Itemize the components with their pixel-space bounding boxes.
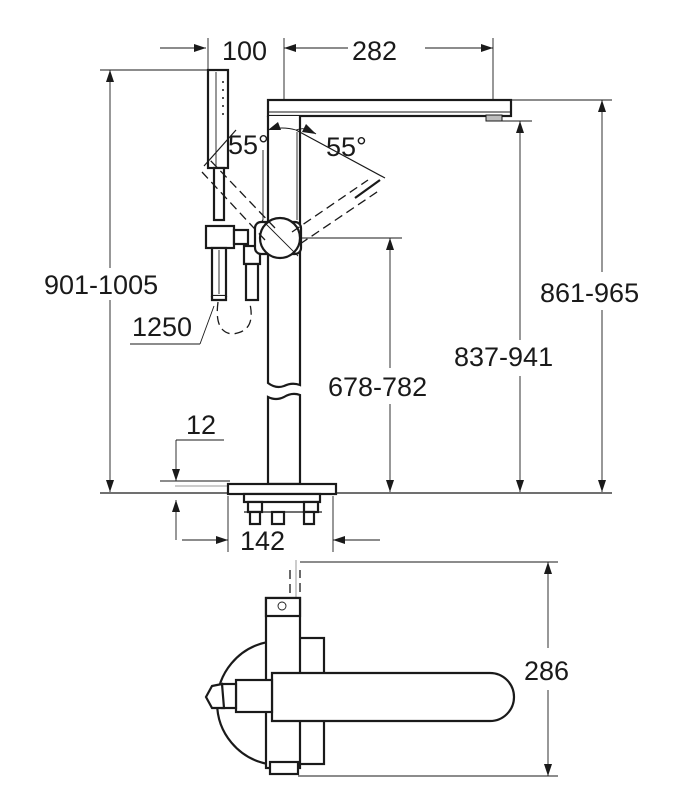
spout-outlet-height-dimension (500, 120, 532, 492)
overall-height-label: 901-1005 (44, 270, 158, 300)
angle-guides (203, 122, 386, 220)
base-width-dimension (182, 496, 380, 552)
handle-height-dimension (300, 237, 402, 492)
spout-reach-label: 282 (352, 36, 397, 66)
hose-length-label: 1250 (132, 312, 192, 342)
hose-length-leader (130, 305, 215, 345)
angle-right-label: 55° (326, 132, 367, 162)
plan-depth-label: 286 (524, 656, 569, 686)
column (266, 116, 302, 486)
spout (266, 98, 513, 122)
spout-outlet-height-label: 837-941 (454, 342, 553, 372)
overall-height-dimension (100, 69, 210, 492)
hand-shower-offset-label: 100 (222, 36, 267, 66)
spout-top-height-label: 861-965 (540, 278, 639, 308)
shower-hose (216, 301, 252, 335)
mixer-handle (201, 159, 381, 260)
spout-plan (270, 671, 516, 723)
plan-centerline (289, 560, 301, 619)
hand-shower-plan (204, 678, 274, 714)
elevation-view: 100 282 (44, 36, 639, 556)
base-width-label: 142 (240, 526, 285, 556)
floor-finish-label: 12 (186, 410, 216, 440)
top-dimension (160, 38, 494, 102)
base-plate (226, 482, 338, 526)
plan-view: 286 (204, 560, 569, 777)
handle-height-label: 678-782 (328, 372, 427, 402)
floor-finish-dimension (160, 439, 230, 540)
spout-top-height-dimension (511, 99, 612, 492)
angle-left-label: 55° (228, 130, 269, 160)
hand-shower (204, 68, 250, 302)
plan-depth-dimension (298, 561, 558, 777)
